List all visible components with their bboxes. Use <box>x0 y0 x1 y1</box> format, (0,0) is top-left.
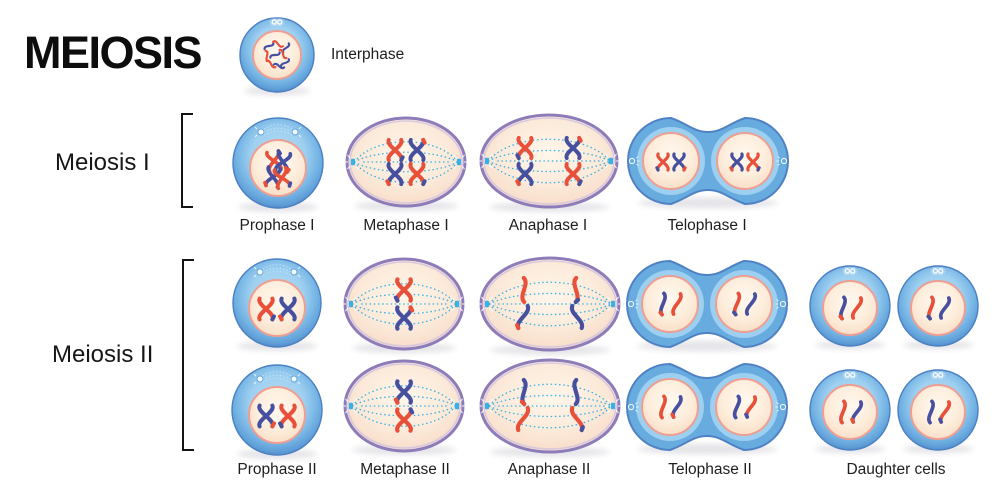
stage-label-prophase-2: Prophase II <box>237 461 317 478</box>
stage-label-anaphase-2: Anaphase II <box>507 461 591 478</box>
stage-label-anaphase-1: Anaphase I <box>508 217 588 234</box>
stage-label-metaphase-1: Metaphase I <box>363 217 449 234</box>
stage-label-telophase-1: Telophase I <box>667 217 747 234</box>
telophase-2-cell-bottom <box>622 363 792 455</box>
interphase-cell <box>239 17 315 96</box>
meiosis-1-label: Meiosis I <box>55 149 150 176</box>
interphase-label: Interphase <box>331 46 405 63</box>
centriole-pair-icon <box>929 370 947 380</box>
page-title: MEIOSIS <box>24 27 203 78</box>
metaphase-2-cell-top <box>342 257 466 353</box>
centriole-pair-icon <box>841 370 859 380</box>
telophase-2-cell-top <box>622 260 792 352</box>
prophase-2-cell-top <box>232 258 322 351</box>
meiosis-2-bracket <box>182 259 194 451</box>
stage-label-telophase-2: Telophase II <box>668 461 752 478</box>
telophase-1-cell <box>623 117 793 209</box>
anaphase-2-cell-bottom <box>478 358 622 457</box>
anaphase-1-cell <box>478 113 620 212</box>
prophase-2-cell-bottom <box>231 364 323 459</box>
daughter-cell-3 <box>809 369 891 454</box>
stage-label-daughter-cells: Daughter cells <box>846 461 946 478</box>
daughter-cell-4 <box>897 369 979 454</box>
daughter-cell-1 <box>809 265 891 350</box>
stage-label-metaphase-2: Metaphase II <box>360 461 450 478</box>
daughter-cell-2 <box>897 265 979 350</box>
centriole-pair-icon <box>841 266 859 276</box>
meiosis-1-bracket <box>181 113 193 208</box>
anaphase-2-cell-top <box>478 256 622 355</box>
metaphase-2-cell-bottom <box>342 359 466 455</box>
centriole-pair-icon <box>268 17 286 27</box>
meiosis-2-label: Meiosis II <box>52 341 154 368</box>
metaphase-1-cell <box>344 116 468 211</box>
stage-label-prophase-1: Prophase I <box>239 217 315 234</box>
centriole-pair-icon <box>929 266 947 276</box>
prophase-1-cell <box>232 117 324 212</box>
